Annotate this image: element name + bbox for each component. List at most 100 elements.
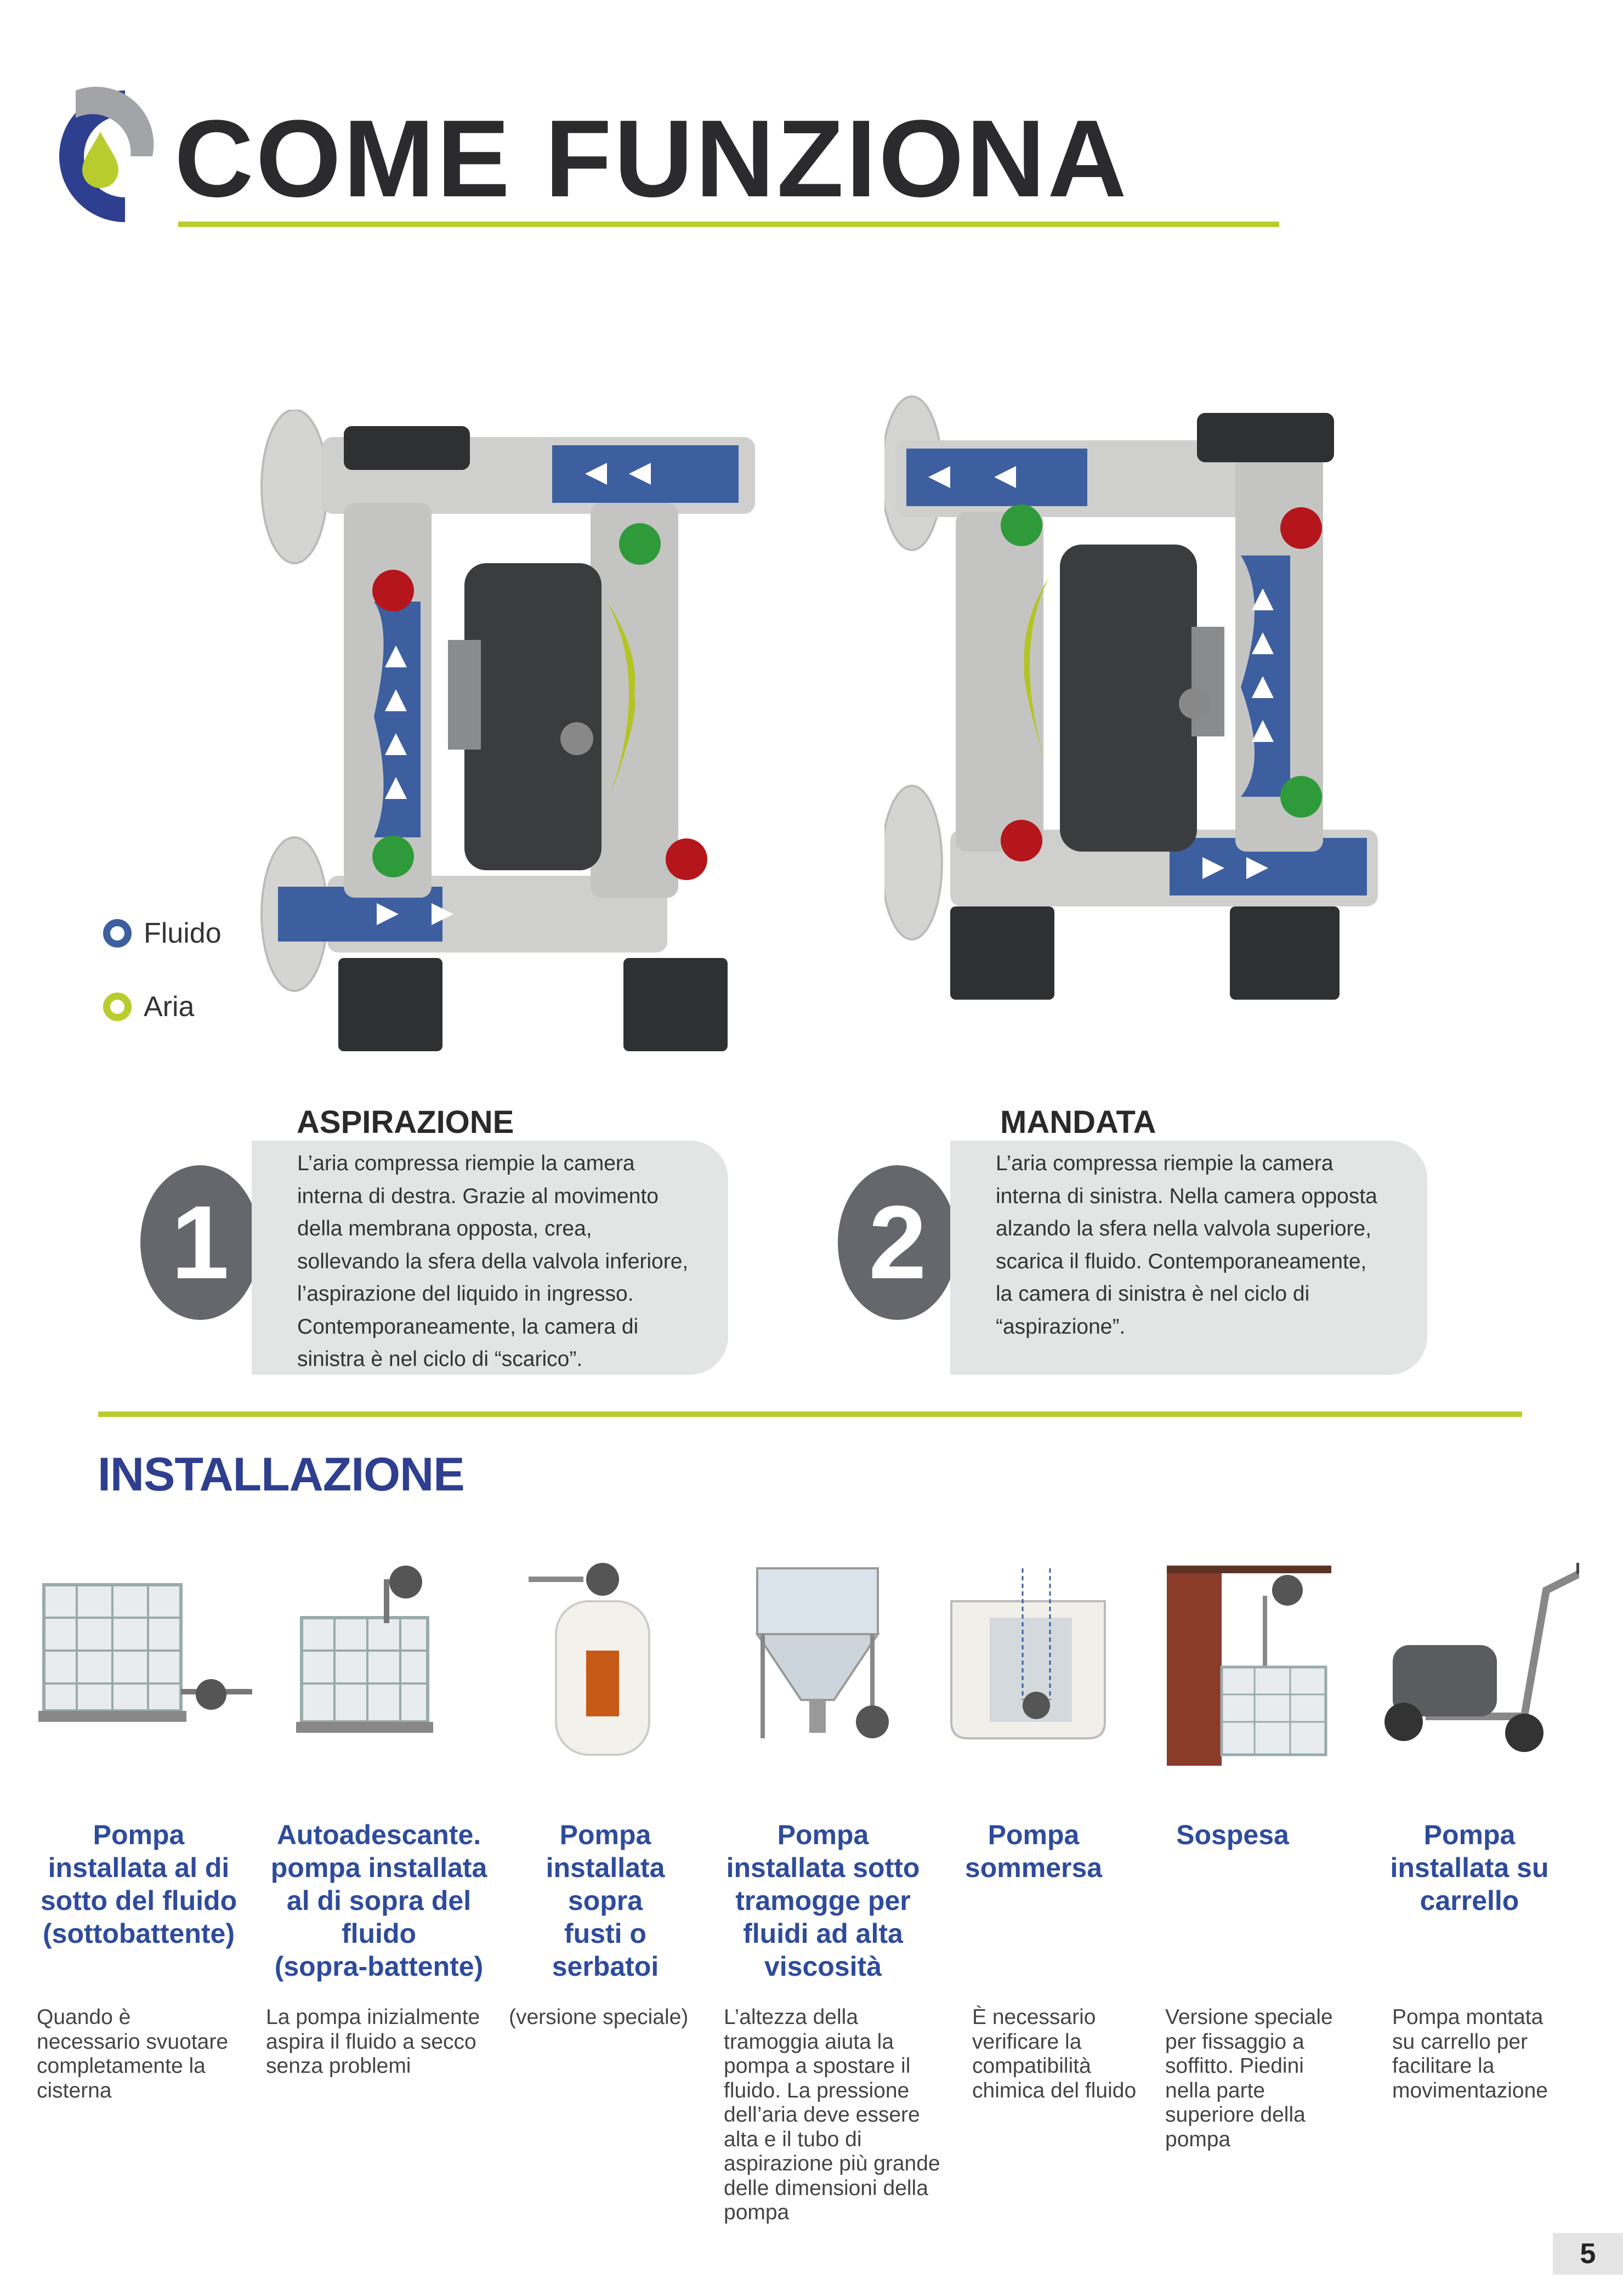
- section-divider: [98, 1411, 1522, 1417]
- desc-line: chimica del fluido: [972, 2078, 1137, 2102]
- text-line: scarica il fluido. Contemporaneamente,: [996, 1249, 1367, 1273]
- desc-line: È necessario: [972, 2005, 1096, 2029]
- desc-line: completamente la: [37, 2054, 206, 2078]
- legend-label: Fluido: [144, 917, 222, 949]
- installation-description: L’altezza della tramoggia aiuta la pompa…: [724, 2005, 954, 2225]
- caption-line: pompa installata: [270, 1852, 487, 1883]
- company-logo: [59, 87, 154, 222]
- desc-line: pompa a spostare il: [724, 2054, 911, 2078]
- text-line: sollevando la sfera della valvola inferi…: [297, 1249, 689, 1273]
- caption-line: fluido: [341, 1918, 417, 1949]
- desc-line: fluido. La pressione: [724, 2078, 910, 2102]
- text-line: l’aspirazione del liquido in ingresso.: [297, 1282, 634, 1306]
- badge-mask: [252, 1165, 263, 1320]
- caption-line: Pompa: [988, 1819, 1080, 1850]
- desc-line: (versione speciale): [509, 2005, 689, 2029]
- section-title: INSTALLAZIONE: [98, 1448, 465, 1501]
- desc-line: L’altezza della: [724, 2005, 859, 2029]
- installation-caption: Pompa installata sotto tramogge per flui…: [705, 1818, 941, 1983]
- caption-line: installata sotto: [726, 1852, 920, 1883]
- caption-line: Pompa: [93, 1819, 185, 1850]
- suspended-pump-image: [1167, 1566, 1331, 1766]
- page-number: 5: [1553, 2233, 1623, 2275]
- caption-line: carrello: [1420, 1885, 1519, 1916]
- installation-description: (versione speciale): [509, 2005, 739, 2030]
- caption-line: al di sopra del: [286, 1885, 472, 1916]
- installation-caption: Autoadescante. pompa installata al di so…: [261, 1818, 497, 1983]
- installation-description: È necessario verificare la compatibilità…: [972, 2005, 1202, 2103]
- fluid-ring-icon: [103, 919, 132, 948]
- desc-line: pompa: [724, 2201, 790, 2224]
- pump-diagram-mandata: [884, 395, 1378, 1000]
- text-line: interna di sinistra. Nella camera oppost…: [996, 1184, 1377, 1208]
- installation-caption: Pompa installata sopra fusti o serbatoi: [487, 1818, 723, 1983]
- desc-line: dell’aria deve essere: [724, 2103, 920, 2127]
- caption-line: sommersa: [964, 1852, 1103, 1883]
- desc-line: aspira il fluido a secco: [266, 2029, 476, 2054]
- text-line: della membrana opposta, crea,: [297, 1217, 592, 1240]
- legend-fluido: Fluido: [103, 917, 222, 950]
- caption-line: fusti o: [564, 1918, 646, 1949]
- desc-line: per fissaggio a: [1165, 2029, 1304, 2054]
- caption-line: Sospesa: [1176, 1819, 1289, 1850]
- desc-line: cisterna: [37, 2078, 112, 2102]
- desc-line: aspirazione più grande: [724, 2152, 940, 2175]
- desc-line: Versione speciale: [1165, 2005, 1333, 2029]
- tank-with-pump-below-image: [38, 1583, 252, 1722]
- hopper-with-pump-image: [755, 1567, 889, 1738]
- desc-line: Pompa montata: [1392, 2005, 1543, 2029]
- text-line: Contemporaneamente, la camera di: [297, 1314, 639, 1339]
- step-number-badge: 1: [140, 1165, 260, 1320]
- step-title: ASPIRAZIONE: [297, 1104, 514, 1140]
- legend-label: Aria: [144, 991, 195, 1023]
- desc-line: nella parte: [1165, 2078, 1266, 2102]
- caption-line: sopra: [568, 1885, 643, 1916]
- caption-line: installata al di: [48, 1852, 230, 1883]
- text-line: “aspirazione”.: [996, 1314, 1126, 1339]
- installation-caption: Sospesa: [1115, 1818, 1350, 1851]
- page-title: COME FUNZIONA: [174, 98, 1129, 220]
- installation-description: La pompa inizialmente aspira il fluido a…: [266, 2005, 496, 2079]
- tank-with-pump-above-image: [296, 1566, 433, 1733]
- pump-diagram-aspirazione: [260, 410, 755, 1051]
- drum-with-pump-image: [529, 1563, 650, 1756]
- desc-line: facilitare la: [1392, 2054, 1495, 2078]
- desc-line: pompa: [1165, 2127, 1231, 2151]
- text-line: sinistra è nel ciclo di “scarico”.: [297, 1347, 583, 1371]
- caption-line: Autoadescante.: [276, 1819, 481, 1850]
- installation-caption: Pompa installata al di sotto del fluido …: [21, 1818, 257, 1950]
- text-line: alzando la sfera nella valvola superiore…: [996, 1217, 1372, 1240]
- desc-line: La pompa inizialmente: [266, 2005, 480, 2029]
- desc-line: verificare la: [972, 2029, 1082, 2054]
- caption-line: tramogge per: [735, 1885, 911, 1916]
- caption-line: (sottobattente): [43, 1918, 235, 1949]
- text-line: L’aria compressa riempie la camera: [297, 1152, 635, 1175]
- air-ring-icon: [103, 993, 132, 1021]
- step-description: L’aria compressa riempie la camera inter…: [252, 1141, 728, 1375]
- desc-line: tramoggia aiuta la: [724, 2029, 894, 2054]
- desc-line: movimentazione: [1392, 2078, 1548, 2102]
- desc-line: senza problemi: [266, 2054, 411, 2078]
- desc-line: delle dimensioni della: [724, 2176, 928, 2200]
- pump-on-trolley-image: [1384, 1563, 1579, 1752]
- caption-line: Pompa: [559, 1819, 651, 1850]
- caption-line: installata: [546, 1852, 665, 1883]
- caption-line: sotto del fluido: [40, 1885, 237, 1916]
- installation-description: Quando è necessario svuotare completamen…: [37, 2005, 267, 2103]
- desc-line: su carrello per: [1392, 2029, 1528, 2054]
- text-line: interna di destra. Grazie al movimento: [297, 1184, 659, 1208]
- legend-aria: Aria: [103, 990, 194, 1023]
- title-underline: [178, 222, 1279, 227]
- installation-description: Versione speciale per fissaggio a soffit…: [1165, 2005, 1395, 2152]
- step-description: L’aria compressa riempie la camera inter…: [950, 1141, 1427, 1375]
- installation-caption: Pompa installata su carrello: [1352, 1818, 1587, 1917]
- installation-caption: Pompa sommersa: [916, 1818, 1151, 1884]
- caption-line: serbatoi: [552, 1951, 659, 1982]
- text-line: la camera di sinistra è nel ciclo di: [996, 1282, 1310, 1306]
- caption-line: viscosità: [764, 1951, 882, 1982]
- step-title: MANDATA: [1000, 1104, 1156, 1140]
- desc-line: necessario svuotare: [37, 2029, 229, 2054]
- desc-line: Quando è: [37, 2005, 131, 2029]
- caption-line: Pompa: [777, 1819, 869, 1850]
- caption-line: Pompa: [1423, 1819, 1516, 1850]
